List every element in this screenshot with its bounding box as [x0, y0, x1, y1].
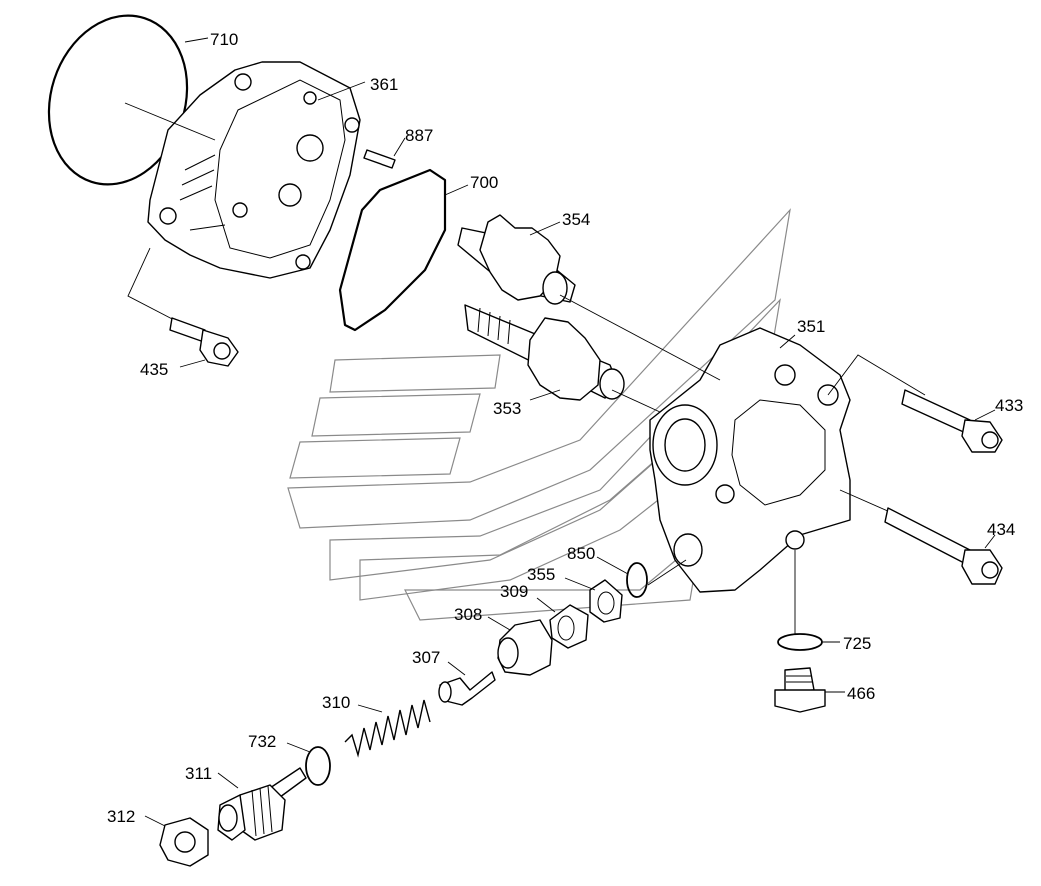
callout-433: 433	[995, 396, 1023, 415]
gear-353	[464, 304, 625, 401]
o-ring-725	[777, 550, 840, 651]
callout-466: 466	[847, 684, 875, 703]
bearing-355	[564, 577, 623, 623]
callout-312: 312	[107, 807, 135, 826]
callout-353: 353	[493, 399, 521, 418]
callout-310: 310	[322, 693, 350, 712]
bolt-434	[839, 489, 1003, 585]
callout-354: 354	[562, 210, 590, 229]
spring-310	[344, 699, 431, 758]
washer-309	[536, 597, 589, 649]
valve-308	[487, 616, 553, 676]
callout-355: 355	[527, 565, 555, 584]
gear-354	[457, 214, 576, 305]
callout-850: 850	[567, 544, 595, 563]
callout-311: 311	[185, 764, 212, 783]
bolt-435	[127, 247, 239, 368]
callout-434: 434	[987, 520, 1015, 539]
pump-cover-361	[124, 61, 366, 279]
dowel-pin-887	[363, 137, 406, 169]
callout-308: 308	[454, 605, 482, 624]
callout-887: 887	[405, 126, 433, 145]
callout-732: 732	[248, 732, 276, 751]
pump-housing-351	[559, 294, 851, 593]
bolt-433	[827, 354, 1003, 453]
callout-710: 710	[210, 30, 238, 49]
callout-351: 351	[797, 317, 825, 336]
callout-309: 309	[500, 582, 528, 601]
callout-435: 435	[140, 360, 168, 379]
o-ring-732	[286, 742, 331, 786]
callout-361: 361	[370, 75, 398, 94]
callout-725: 725	[843, 634, 871, 653]
callout-700: 700	[470, 173, 498, 192]
plug-466	[774, 667, 845, 713]
adjusting-screw-311	[217, 767, 307, 841]
callout-307: 307	[412, 648, 440, 667]
gasket-700	[338, 168, 469, 332]
plunger-307	[438, 661, 496, 706]
snap-ring-850	[596, 556, 687, 598]
nut-312	[144, 815, 209, 867]
